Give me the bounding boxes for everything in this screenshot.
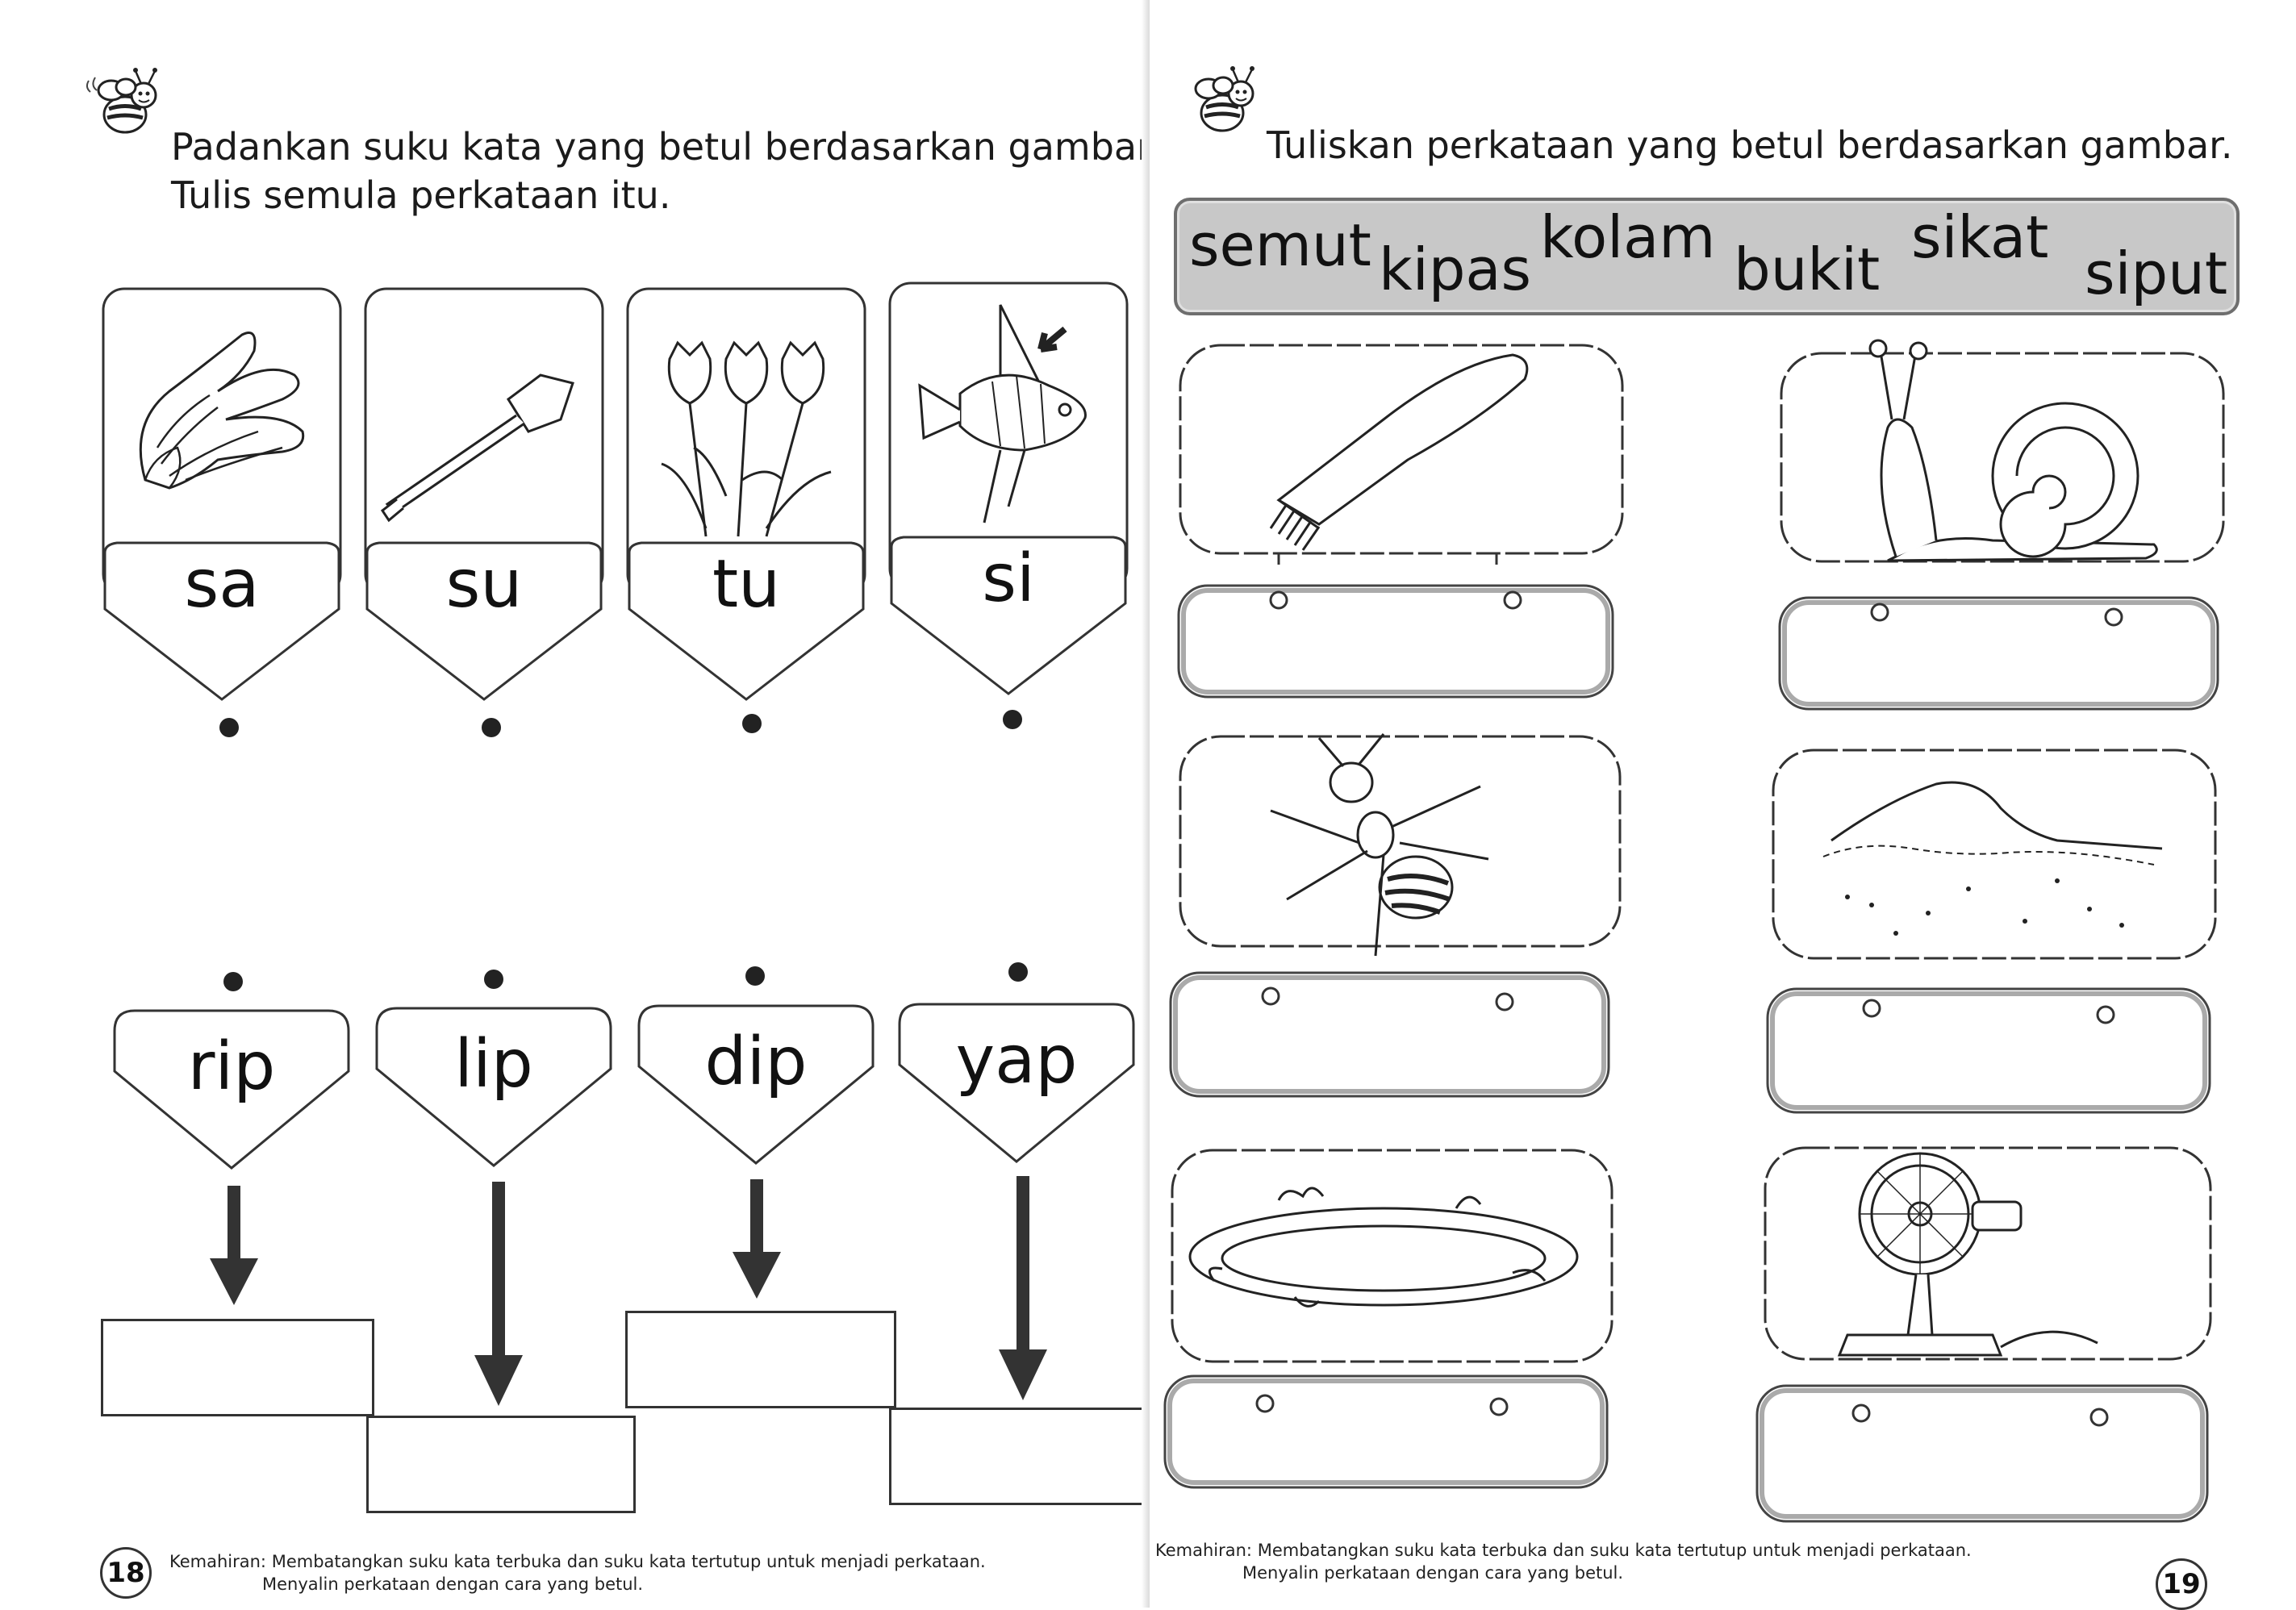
word-bank-kipas: kipas <box>1379 236 1532 303</box>
picture-card-tu: tu <box>625 286 867 706</box>
footer-label: Kemahiran: <box>1155 1541 1253 1560</box>
instruction-right: Tuliskan perkataan yang betul berdasarka… <box>1267 123 2233 167</box>
picture-frame-pond <box>1171 1149 1613 1363</box>
fish-fin-icon <box>918 304 1087 523</box>
ending-yap: yap <box>955 1022 1078 1099</box>
instruction-line-2: Tulis semula perkataan itu. <box>171 173 671 217</box>
answer-frame-pond[interactable] <box>1160 1371 1612 1492</box>
footer-line-2: Menyalin perkataan dengan cara yang betu… <box>1242 1563 1624 1583</box>
picture-frame-comb <box>1179 344 1624 565</box>
ending-rip: rip <box>187 1028 276 1105</box>
ending-lip: lip <box>454 1026 533 1103</box>
hill-icon <box>1822 781 2163 936</box>
skill-footer-right: Kemahiran: Membatangkan suku kata terbuk… <box>1155 1539 2043 1584</box>
down-arrow-icon <box>999 1176 1047 1400</box>
down-arrow-icon <box>474 1182 523 1406</box>
ant-icon <box>1270 733 1489 957</box>
footer-line-2: Menyalin perkataan dengan cara yang betu… <box>262 1575 644 1594</box>
match-dot-top-2[interactable] <box>482 718 501 737</box>
syllable-sa: sa <box>184 546 260 623</box>
answer-box-3[interactable] <box>625 1311 896 1408</box>
picture-frame-ant <box>1179 733 1622 957</box>
picture-card-su: su <box>363 286 605 706</box>
tulip-icon <box>661 340 832 537</box>
comb-icon <box>1269 353 1529 551</box>
ending-tag-dip: dip <box>635 1002 877 1165</box>
picture-card-sa: sa <box>101 286 343 706</box>
show-through-text <box>97 823 1105 984</box>
bee-mascot-icon <box>86 68 157 134</box>
snail-icon <box>1868 339 2158 562</box>
skill-footer-left: Kemahiran: Membatangkan suku kata terbuk… <box>169 1550 1057 1595</box>
word-bank-semut: semut <box>1189 211 1371 279</box>
answer-frame-ant[interactable] <box>1166 968 1613 1101</box>
syllable-tu: tu <box>712 546 781 623</box>
word-bank-bukit: bukit <box>1734 236 1881 303</box>
footer-line-1: Membatangkan suku kata terbuka dan suku … <box>1257 1541 1972 1560</box>
footer-line-1: Membatangkan suku kata terbuka dan suku … <box>271 1552 986 1571</box>
pond-icon <box>1188 1187 1579 1308</box>
page-number-left: 18 <box>100 1547 152 1599</box>
answer-frame-fan[interactable] <box>1752 1381 2212 1526</box>
picture-frame-fan <box>1764 1146 2212 1361</box>
down-arrow-icon <box>733 1179 781 1299</box>
ending-tag-yap: yap <box>895 1000 1138 1163</box>
match-dot-top-4[interactable] <box>1003 710 1022 729</box>
match-dot-bottom-2[interactable] <box>484 970 503 989</box>
wing-icon <box>139 332 305 490</box>
word-bank-sikat: sikat <box>1911 203 2049 271</box>
word-bank: semut kipas kolam bukit sikat siput <box>1174 198 2240 315</box>
word-bank-kolam: kolam <box>1540 203 1716 271</box>
match-dot-bottom-1[interactable] <box>223 972 243 991</box>
answer-box-1[interactable] <box>101 1319 374 1416</box>
match-dot-top-3[interactable] <box>742 714 762 733</box>
answer-box-4[interactable] <box>889 1408 1148 1505</box>
answer-frame-hill[interactable] <box>1763 984 2215 1117</box>
spatula-icon <box>380 373 574 523</box>
footer-label: Kemahiran: <box>169 1552 267 1571</box>
fan-icon <box>1837 1152 2098 1357</box>
answer-box-2[interactable] <box>366 1416 636 1513</box>
ending-tag-rip: rip <box>111 1007 353 1170</box>
bee-mascot-icon <box>1194 66 1254 132</box>
word-bank-siput: siput <box>2085 240 2228 307</box>
instruction: Padankan suku kata yang betul berdasarka… <box>171 123 1160 219</box>
down-arrow-icon <box>210 1186 258 1305</box>
match-dot-bottom-3[interactable] <box>745 966 765 986</box>
page-number-right: 19 <box>2156 1558 2207 1610</box>
syllable-si: si <box>982 540 1035 617</box>
answer-frame-snail[interactable] <box>1775 593 2223 714</box>
left-page: Padankan suku kata yang betul berdasarka… <box>86 68 1161 1599</box>
answer-frame-comb[interactable] <box>1174 581 1618 702</box>
instruction-line-1: Padankan suku kata yang betul berdasarka… <box>171 125 1161 169</box>
match-dot-top-1[interactable] <box>219 718 239 737</box>
match-dot-bottom-4[interactable] <box>1008 962 1028 982</box>
ending-tag-lip: lip <box>373 1004 615 1167</box>
syllable-su: su <box>445 546 523 623</box>
picture-frame-hill <box>1772 749 2217 960</box>
picture-card-si: si <box>887 281 1129 700</box>
ending-dip: dip <box>704 1024 808 1100</box>
picture-frame-snail <box>1780 339 2225 563</box>
